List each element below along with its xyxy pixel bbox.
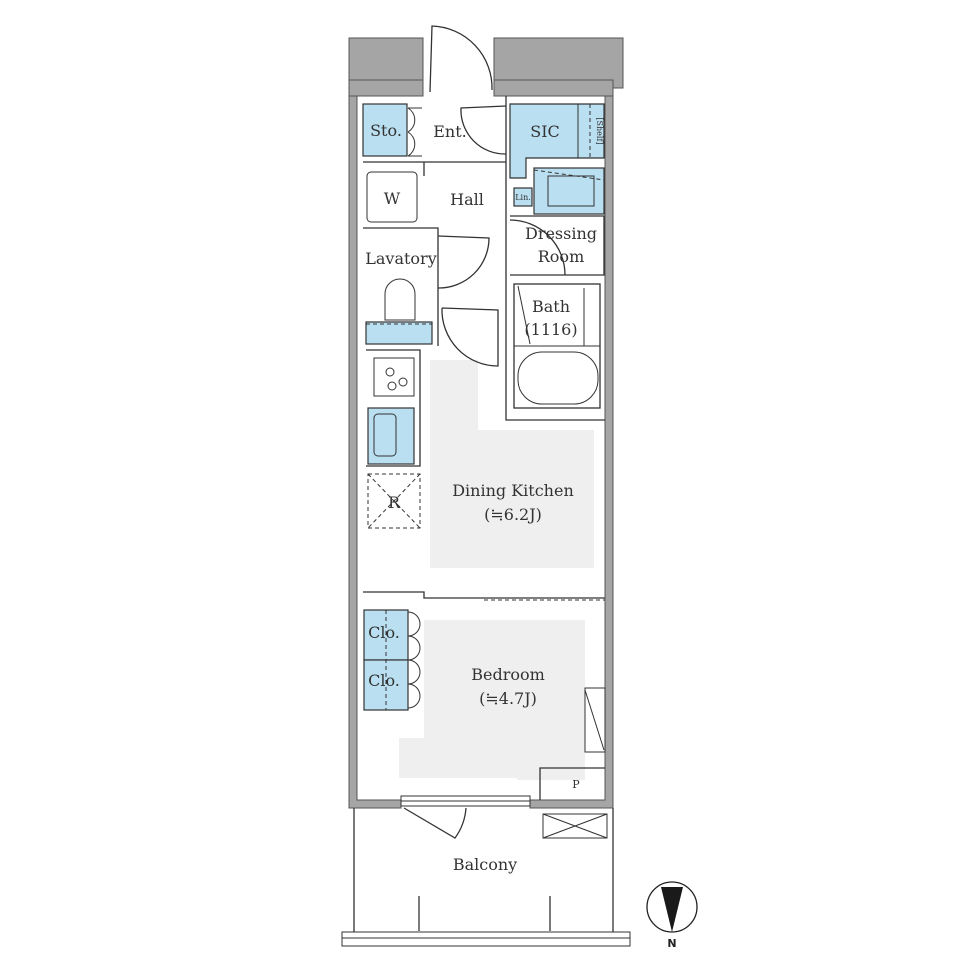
bath-door[interactable] bbox=[517, 285, 531, 345]
toilet bbox=[384, 278, 416, 321]
dressing-door[interactable] bbox=[509, 219, 566, 276]
dressing-room-label-1: Dressing bbox=[525, 224, 597, 243]
storage-label: Sto. bbox=[370, 121, 402, 140]
closet-1-label: Clo. bbox=[368, 623, 400, 642]
air-conditioner bbox=[584, 687, 606, 753]
pipe-space-label: P bbox=[572, 778, 580, 791]
bedroom-floor bbox=[399, 620, 585, 780]
refrigerator-label: R bbox=[388, 493, 401, 512]
dining-kitchen-floor bbox=[430, 360, 594, 568]
outdoor-unit bbox=[542, 813, 608, 839]
lavatory-label: Lavatory bbox=[365, 249, 437, 268]
balcony-door[interactable] bbox=[403, 807, 467, 839]
lavatory-counter bbox=[365, 321, 433, 345]
storage-doors[interactable] bbox=[407, 107, 422, 157]
bathtub bbox=[517, 351, 599, 405]
closet-doors[interactable] bbox=[407, 611, 421, 709]
washer-label: W bbox=[384, 189, 401, 208]
sic-area bbox=[509, 103, 605, 179]
refrigerator-space bbox=[367, 473, 421, 529]
entrance-label: Ent. bbox=[433, 122, 467, 141]
storage-area bbox=[362, 103, 408, 157]
interior-walls bbox=[363, 96, 605, 421]
washer-space bbox=[366, 171, 418, 223]
kitchen-door[interactable] bbox=[441, 307, 499, 367]
lavatory-door[interactable] bbox=[437, 235, 490, 289]
bedroom-size: (≒4.7J) bbox=[479, 689, 537, 708]
sic-door[interactable] bbox=[460, 105, 507, 155]
sic-label: SIC bbox=[530, 122, 560, 141]
exterior-walls bbox=[348, 37, 624, 809]
kitchen-counter bbox=[366, 349, 421, 467]
sink bbox=[367, 407, 415, 465]
sliding-partition[interactable] bbox=[363, 591, 605, 599]
bath-size: (1116) bbox=[524, 320, 577, 339]
entrance-door[interactable] bbox=[429, 25, 493, 93]
balcony-railing bbox=[341, 931, 631, 947]
balcony-window[interactable] bbox=[400, 795, 531, 807]
dining-kitchen-label: Dining Kitchen bbox=[452, 481, 574, 500]
dining-kitchen-size: (≒6.2J) bbox=[484, 505, 542, 524]
shelf-label: [Shelf] bbox=[595, 117, 604, 144]
balcony-label: Balcony bbox=[453, 855, 517, 874]
bath-label: Bath bbox=[532, 297, 570, 316]
linen-area bbox=[513, 187, 533, 207]
dressing-room-label-2: Room bbox=[538, 247, 584, 266]
stove bbox=[373, 357, 415, 397]
linen-label: Lin. bbox=[515, 193, 531, 202]
closet-2-label: Clo. bbox=[368, 671, 400, 690]
north-compass-icon bbox=[646, 881, 698, 933]
bedroom-label: Bedroom bbox=[471, 665, 545, 684]
washbasin bbox=[547, 175, 595, 207]
hall-label: Hall bbox=[450, 190, 484, 209]
compass-label: N bbox=[667, 937, 676, 950]
